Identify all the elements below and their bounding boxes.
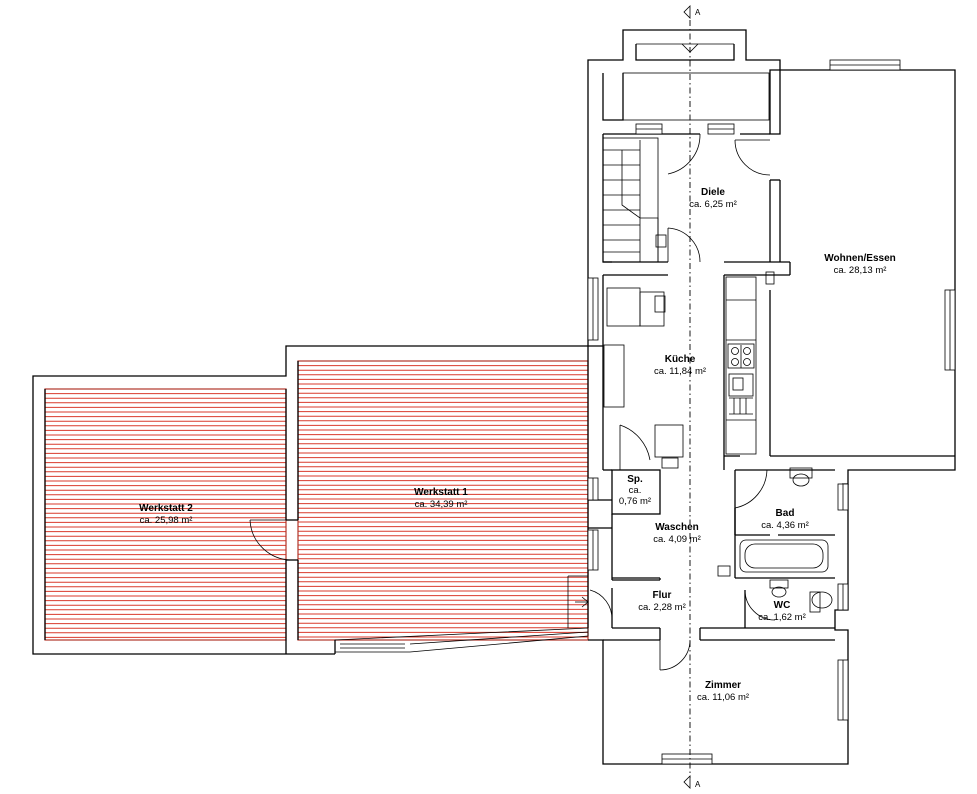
workshop-walls xyxy=(32,345,603,655)
room-labels: Diele ca. 6,25 m² Wohnen/Essen ca. 28,13… xyxy=(139,187,896,703)
room-area-speis-line1: ca. xyxy=(629,485,642,496)
interior-walls xyxy=(567,133,955,671)
room-name-kueche: Küche xyxy=(665,354,696,365)
room-area-waschen: ca. 4,09 m² xyxy=(653,534,701,545)
room-name-wc: WC xyxy=(774,600,791,611)
room-area-wc: ca. 1,62 m² xyxy=(758,612,806,623)
room-name-diele: Diele xyxy=(701,187,725,198)
werkstatt-2-hatch xyxy=(45,393,286,638)
room-area-speis-line2: 0,76 m² xyxy=(619,496,651,507)
room-name-wohnen-essen: Wohnen/Essen xyxy=(824,253,896,264)
room-area-werkstatt-1: ca. 34,39 m² xyxy=(415,499,468,510)
room-area-kueche: ca. 11,84 m² xyxy=(654,366,706,377)
section-marker-bottom-icon xyxy=(683,775,691,789)
windows xyxy=(587,59,956,765)
room-name-werkstatt-1: Werkstatt 1 xyxy=(414,487,468,498)
room-name-werkstatt-2: Werkstatt 2 xyxy=(139,503,193,514)
room-name-flur: Flur xyxy=(653,590,672,601)
room-area-flur: ca. 2,28 m² xyxy=(638,602,686,613)
section-label-bottom: A xyxy=(695,780,701,789)
room-name-waschen: Waschen xyxy=(655,522,699,533)
room-area-zimmer: ca. 11,06 m² xyxy=(697,692,749,703)
section-marker-top-icon xyxy=(683,5,691,19)
werkstatt-1-hatch xyxy=(298,365,588,638)
room-name-bad: Bad xyxy=(776,508,795,519)
room-area-werkstatt-2: ca. 25,98 m² xyxy=(140,515,193,526)
room-name-zimmer: Zimmer xyxy=(705,680,741,691)
room-name-speis: Sp. xyxy=(627,474,643,485)
section-label-top: A xyxy=(695,8,701,17)
house-walls xyxy=(587,29,956,765)
room-area-diele: ca. 6,25 m² xyxy=(689,199,737,210)
room-area-bad: ca. 4,36 m² xyxy=(761,520,809,531)
room-area-wohnen-essen: ca. 28,13 m² xyxy=(834,265,887,276)
section-axis: A A xyxy=(681,5,701,789)
